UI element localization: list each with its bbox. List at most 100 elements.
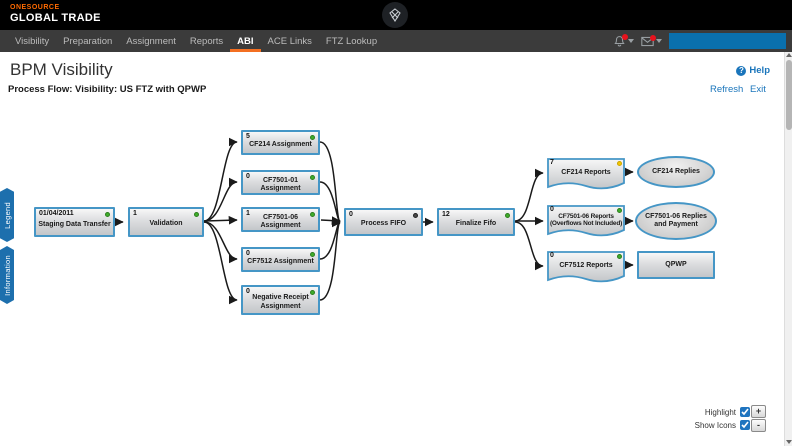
scrollbar-thumb[interactable] xyxy=(786,60,792,130)
zoom-in-button[interactable]: + xyxy=(751,405,766,418)
node-label: CF214 Replies xyxy=(652,167,700,175)
node-label: CF7501-06 Reports (Overflows Not Include… xyxy=(549,212,623,227)
nav-right-tools xyxy=(613,30,786,52)
status-green-icon xyxy=(310,175,315,180)
node-label: Finalize Fifo xyxy=(455,220,497,228)
node-label: Negative Receipt Assignment xyxy=(252,294,309,310)
zoom-controls: + - xyxy=(751,405,766,432)
node-count: 01/04/2011 xyxy=(39,210,74,217)
document-shape xyxy=(547,251,625,283)
status-dark-icon xyxy=(413,213,418,218)
status-green-icon xyxy=(617,208,622,213)
node-label: CF214 Assignment xyxy=(249,140,312,148)
top-bar: ONESOURCE GLOBAL TRADE xyxy=(0,0,792,30)
information-tab[interactable]: Information xyxy=(0,246,14,304)
information-tab-label: Information xyxy=(2,254,12,296)
node-label: CF7501-01 Assignment xyxy=(260,176,301,192)
node-cf7501-06-reports[interactable]: 0 CF7501-06 Reports (Overflows Not Inclu… xyxy=(547,205,625,239)
exit-link[interactable]: Exit xyxy=(750,84,766,95)
node-cf7512-assignment[interactable]: 0 CF7512 Assignment xyxy=(241,247,320,272)
message-badge xyxy=(650,34,656,41)
vertical-scrollbar[interactable] xyxy=(784,52,792,446)
nav-item-visibility[interactable]: Visibility xyxy=(15,35,50,47)
node-count: 0 xyxy=(246,173,250,180)
status-green-icon xyxy=(310,135,315,140)
notifications-button[interactable] xyxy=(613,33,634,48)
node-count: 0 xyxy=(550,206,554,213)
node-count: 0 xyxy=(246,250,250,257)
show-icons-control: Show Icons xyxy=(695,420,750,430)
highlight-checkbox[interactable] xyxy=(740,407,750,417)
node-count: 7 xyxy=(550,159,554,166)
scroll-down-icon[interactable] xyxy=(786,440,792,444)
node-negative-receipt-assignment[interactable]: 0 Negative Receipt Assignment xyxy=(241,285,320,315)
onesource-logo[interactable]: ONESOURCE GLOBAL TRADE xyxy=(10,4,101,24)
node-cf214-reports[interactable]: 7 CF214 Reports xyxy=(547,158,625,192)
node-cf7501-01-assignment[interactable]: 0 CF7501-01 Assignment xyxy=(241,170,320,195)
node-label: Staging Data Transfer xyxy=(38,221,111,229)
page-title: BPM Visibility xyxy=(10,60,113,79)
status-green-icon xyxy=(505,213,510,218)
status-green-icon xyxy=(310,212,315,217)
node-label: CF7501-06 Replies and Payment xyxy=(645,212,707,228)
node-label: CF7512 Assignment xyxy=(247,257,314,265)
nav-item-reports[interactable]: Reports xyxy=(189,35,224,47)
scroll-up-icon[interactable] xyxy=(786,53,792,57)
node-count: 5 xyxy=(246,133,250,140)
node-cf7501-06-assignment[interactable]: 1 CF7501-06 Assignment xyxy=(241,207,320,232)
nav-item-ace-links[interactable]: ACE Links xyxy=(267,35,312,47)
app-launcher-button[interactable] xyxy=(382,2,408,28)
refresh-link[interactable]: Refresh xyxy=(710,84,744,95)
node-label: CF214 Reports xyxy=(561,168,611,176)
node-cf214-assignment[interactable]: 5 CF214 Assignment xyxy=(241,130,320,155)
highlight-label: Highlight xyxy=(704,407,736,417)
nav-item-preparation[interactable]: Preparation xyxy=(63,35,113,47)
node-label: Process FIFO xyxy=(360,220,407,228)
node-label: Validation xyxy=(149,220,183,228)
node-validation[interactable]: 1 Validation xyxy=(128,207,204,237)
highlight-control: Highlight xyxy=(705,407,750,417)
node-cf7512-reports[interactable]: 0 CF7512 Reports xyxy=(547,251,625,285)
document-shape xyxy=(547,158,625,190)
node-count: 12 xyxy=(442,211,450,218)
legend-tab[interactable]: Legend xyxy=(0,188,14,242)
chevron-down-icon xyxy=(656,39,662,43)
node-cf7501-06-replies[interactable]: CF7501-06 Replies and Payment xyxy=(635,202,717,240)
node-count: 0 xyxy=(550,252,554,259)
status-green-icon xyxy=(194,212,199,217)
main-nav: Visibility Preparation Assignment Report… xyxy=(0,30,792,52)
nav-items: Visibility Preparation Assignment Report… xyxy=(0,30,384,52)
node-count: 1 xyxy=(133,210,137,217)
brand-top: ONESOURCE xyxy=(10,4,60,11)
chevron-down-icon xyxy=(628,39,634,43)
nav-item-abi[interactable]: ABI xyxy=(230,30,261,52)
app-launcher-icon xyxy=(389,8,401,22)
show-icons-checkbox[interactable] xyxy=(740,420,750,430)
search-input[interactable] xyxy=(669,33,786,49)
process-flow-subtitle: Process Flow: Visibility: US FTZ with QP… xyxy=(8,84,207,95)
status-green-icon xyxy=(617,254,622,259)
node-process-fifo[interactable]: 0 Process FIFO xyxy=(344,208,423,236)
node-finalize-fifo[interactable]: 12 Finalize Fifo xyxy=(437,208,515,236)
node-staging-data-transfer[interactable]: 01/04/2011 Staging Data Transfer xyxy=(34,207,115,237)
brand-bottom: GLOBAL TRADE xyxy=(10,11,101,24)
status-yellow-icon xyxy=(617,161,622,166)
zoom-out-button[interactable]: - xyxy=(751,419,766,432)
messages-button[interactable] xyxy=(641,34,662,47)
help-link[interactable]: ? Help xyxy=(736,65,770,76)
status-green-icon xyxy=(310,252,315,257)
help-icon: ? xyxy=(736,65,747,76)
legend-tab-label: Legend xyxy=(2,201,12,229)
document-shape xyxy=(547,205,625,237)
nav-item-assignment[interactable]: Assignment xyxy=(126,35,176,47)
node-qpwp[interactable]: QPWP xyxy=(637,251,715,279)
status-green-icon xyxy=(310,290,315,295)
node-cf214-replies[interactable]: CF214 Replies xyxy=(637,156,715,188)
node-label: QPWP xyxy=(665,260,687,268)
node-label: CF7512 Reports xyxy=(559,261,613,269)
nav-item-ftz-lookup[interactable]: FTZ Lookup xyxy=(325,35,378,47)
node-count: 0 xyxy=(246,288,250,295)
node-label: CF7501-06 Assignment xyxy=(260,213,301,229)
show-icons-label: Show Icons xyxy=(694,420,736,430)
node-count: 0 xyxy=(349,211,353,218)
